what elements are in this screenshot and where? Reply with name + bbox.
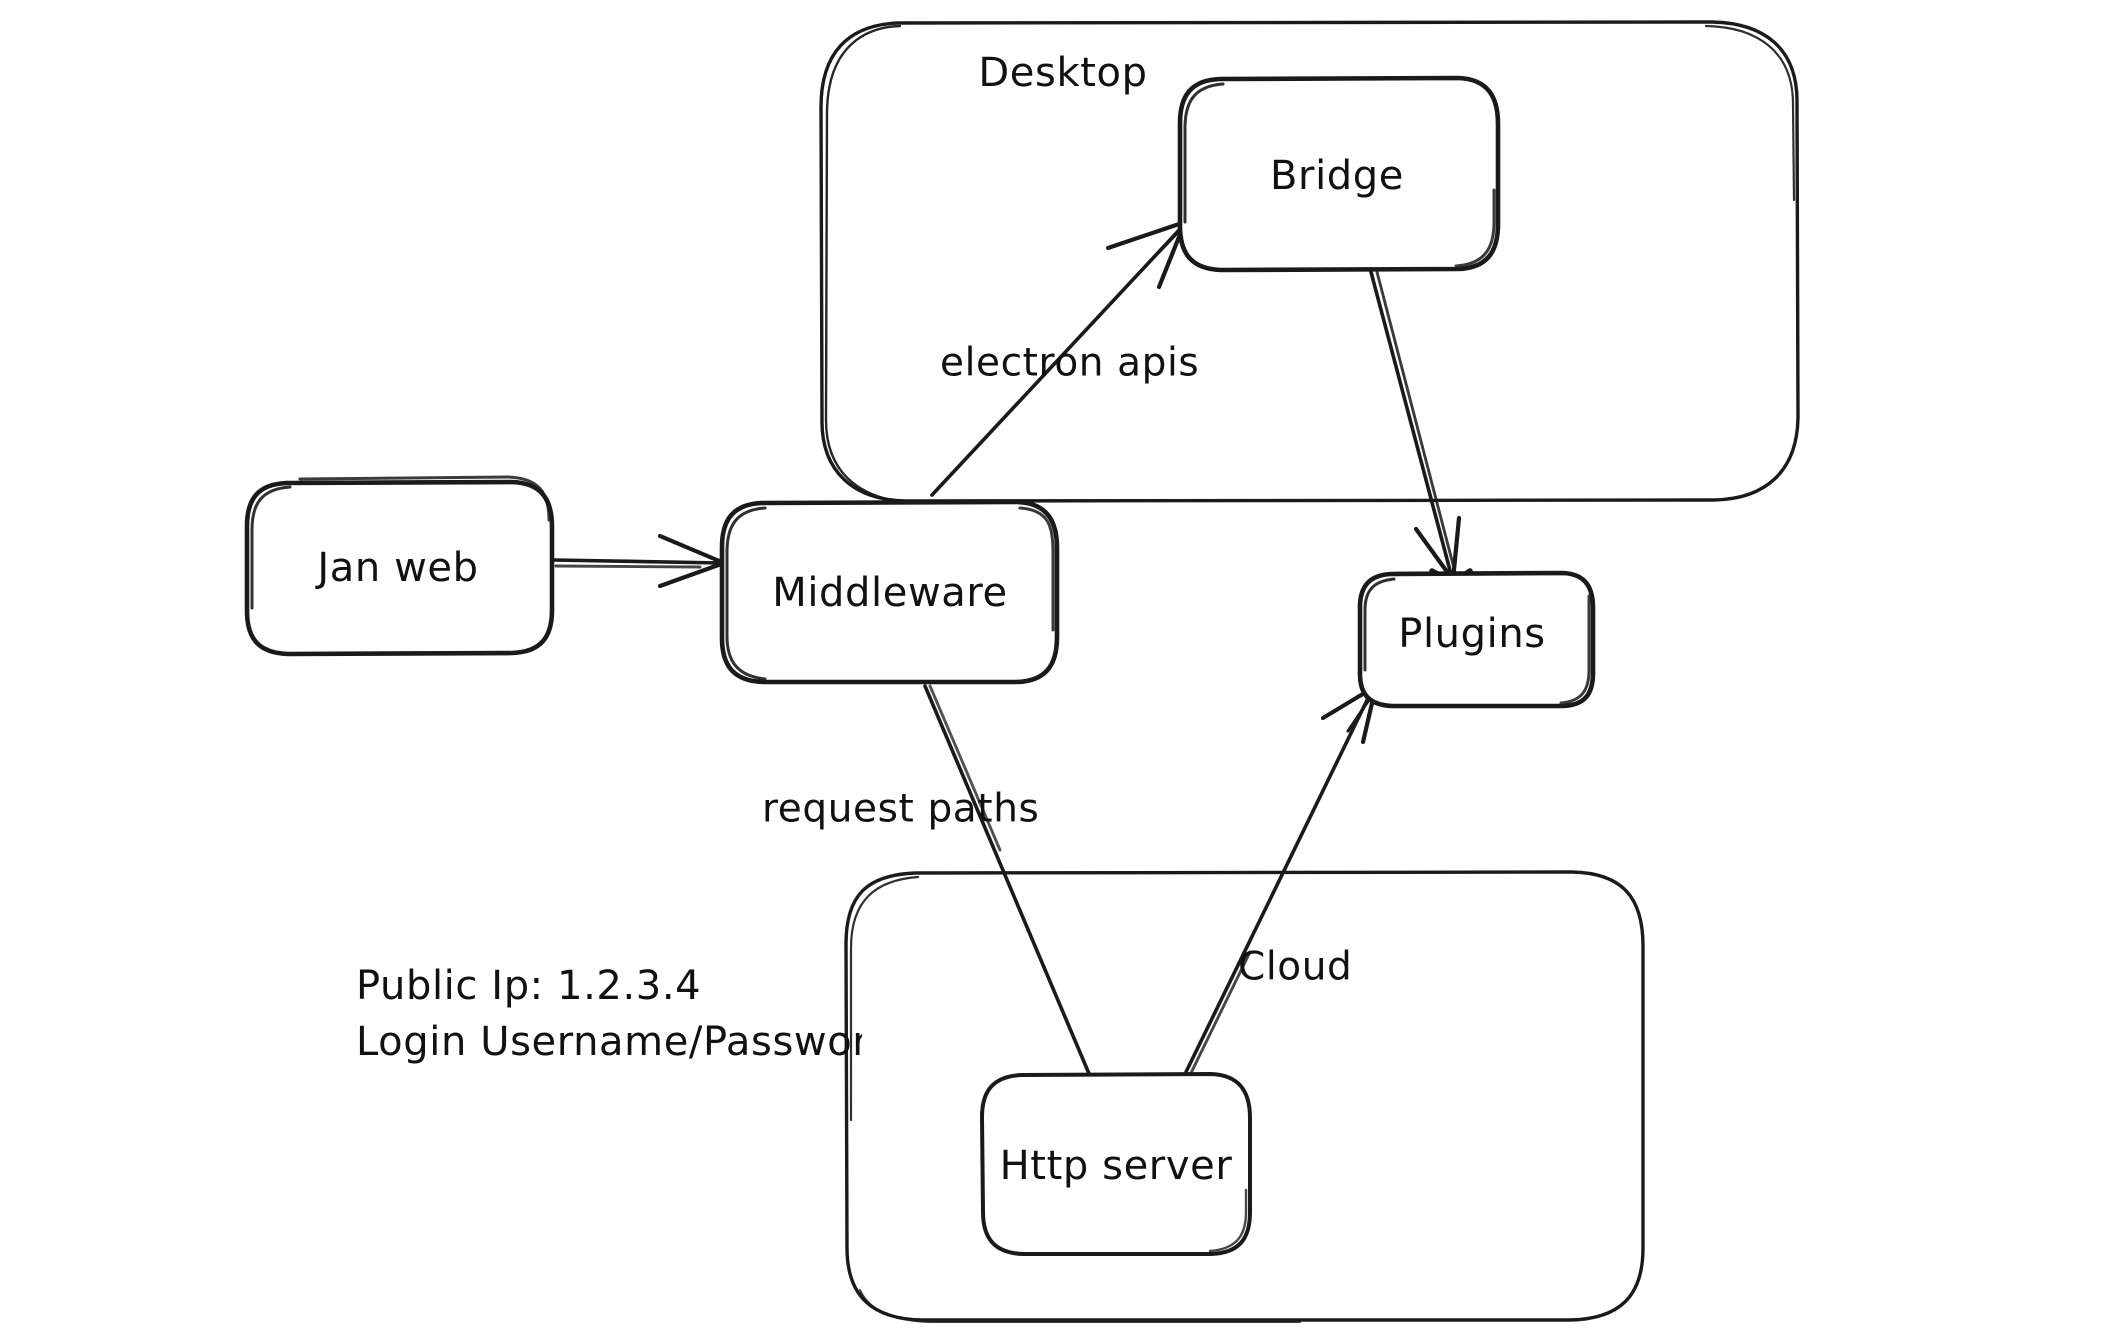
edge-line-janweb-middleware	[554, 560, 722, 563]
desktop-container-outline	[821, 22, 1798, 501]
edge-label-cloud: Cloud	[1238, 945, 1352, 990]
node-overdraw-plugins-right	[1561, 596, 1589, 703]
edge-janweb-to-middleware	[554, 536, 724, 586]
cloud-container-overdraw-left	[851, 877, 918, 1120]
node-overdraw-jan-web-left	[252, 487, 290, 608]
node-label-plugins: Plugins	[1398, 611, 1545, 657]
note-public-ip: Public Ip: 1.2.3.4	[356, 963, 701, 1009]
cloud-container-overdraw-bottom	[860, 1290, 1300, 1322]
node-overdraw-http-server-right	[1210, 1190, 1246, 1251]
container-cloud[interactable]	[846, 872, 1643, 1322]
node-jan-web[interactable]: Jan web	[247, 477, 552, 654]
container-desktop[interactable]: Desktop	[821, 22, 1798, 503]
node-overdraw-jan-web-top	[300, 477, 549, 520]
container-label-desktop: Desktop	[978, 50, 1147, 96]
node-outline-middleware	[722, 502, 1057, 682]
node-label-middleware: Middleware	[772, 570, 1008, 616]
edge-label-electron-apis: electron apis	[940, 341, 1199, 386]
cloud-container-outline	[846, 872, 1643, 1320]
edge-middleware-to-bridge: electron apis	[932, 222, 1199, 495]
edge-line-http-plugins	[1186, 690, 1372, 1072]
node-outline-bridge	[1180, 78, 1498, 270]
node-label-http-server: Http server	[1000, 1143, 1233, 1189]
node-plugins[interactable]: Plugins	[1360, 573, 1593, 706]
node-middleware[interactable]: Middleware	[722, 502, 1057, 682]
node-outline-plugins	[1360, 573, 1593, 706]
edge-line-middleware-http	[925, 686, 1090, 1076]
node-label-jan-web: Jan web	[314, 545, 478, 591]
node-http-server[interactable]: Http server	[982, 1074, 1250, 1254]
edge-line-bridge-plugins	[1371, 272, 1452, 578]
node-overdraw-middleware-left	[727, 508, 765, 679]
node-bridge[interactable]: Bridge	[1180, 78, 1498, 270]
node-overdraw-plugins-left	[1365, 579, 1394, 670]
arrowhead-plugins-top-prong-2	[1453, 518, 1459, 580]
node-outline-http-server	[982, 1074, 1250, 1254]
edge-http-to-plugins: Cloud	[1186, 686, 1377, 1073]
node-overdraw-middleware-right	[1020, 508, 1053, 630]
node-overdraw-bridge-right	[1456, 190, 1494, 266]
arrowhead-bridge-prong-1	[1108, 222, 1185, 248]
node-overdraw-bridge-left	[1185, 84, 1223, 222]
notes-block: Public Ip: 1.2.3.4 Login Username/Passwo…	[356, 963, 895, 1065]
edge-middleware-to-http: request paths	[762, 686, 1090, 1076]
desktop-container-overdraw-left	[826, 26, 910, 503]
edge-line-janweb-middleware-overdraw	[556, 566, 700, 567]
desktop-container-overdraw-right	[1706, 26, 1794, 200]
edge-line-http-plugins-overdraw	[1191, 952, 1250, 1073]
node-label-bridge: Bridge	[1270, 153, 1404, 199]
edge-line-bridge-plugins-overdraw	[1377, 272, 1456, 576]
edge-bridge-to-plugins	[1371, 272, 1470, 582]
edge-label-request-paths: request paths	[762, 787, 1039, 832]
edge-line-middleware-http-overdraw	[930, 686, 1000, 850]
note-login: Login Username/Password	[356, 1019, 895, 1065]
